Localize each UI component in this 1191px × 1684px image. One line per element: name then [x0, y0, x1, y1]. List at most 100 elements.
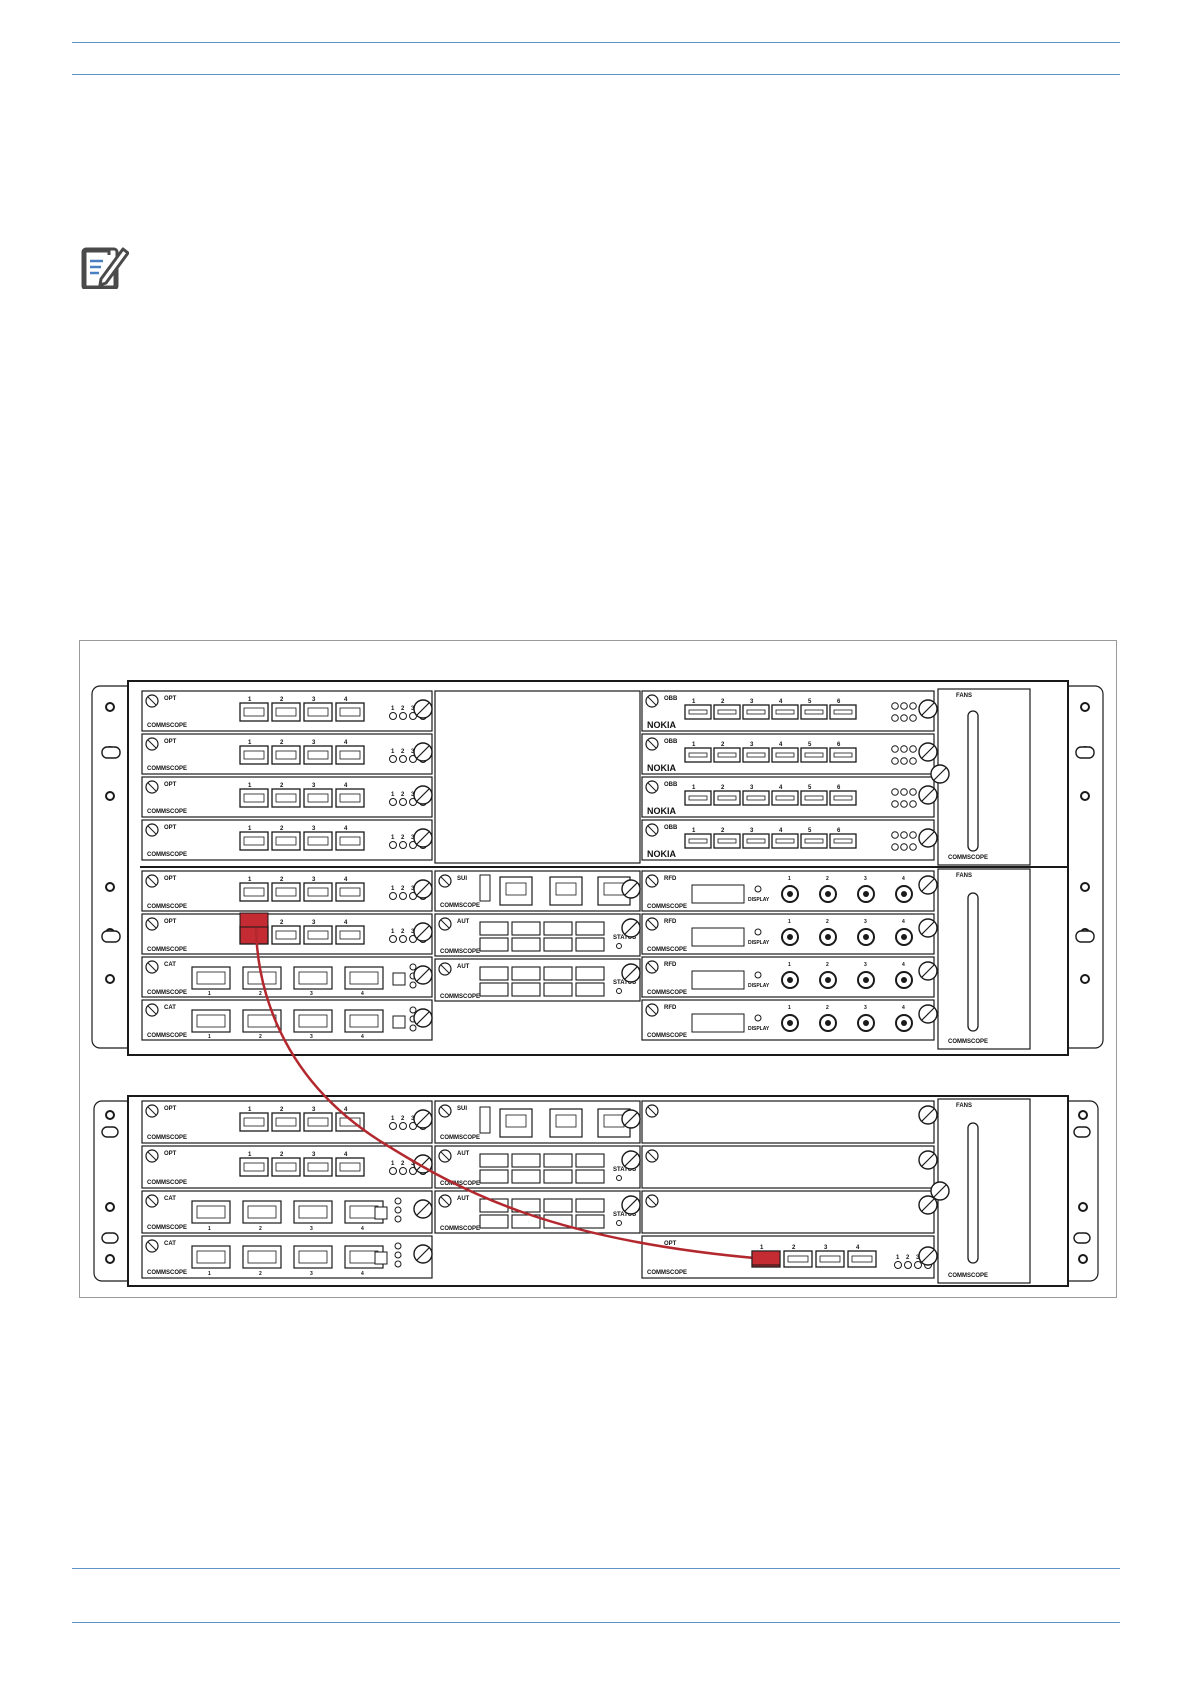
- thumbscrew-slot: [416, 1202, 430, 1216]
- port-number: 4: [361, 1271, 364, 1277]
- led-label: 1: [896, 1255, 900, 1261]
- sfp-port-inner: [717, 752, 737, 758]
- rj45-port: [511, 966, 541, 981]
- led: [394, 1197, 402, 1205]
- sfp-port-inner: [746, 709, 766, 715]
- led: [914, 1261, 922, 1269]
- led-label: 3: [411, 886, 415, 892]
- screw-slot: [147, 825, 157, 835]
- led: [389, 1122, 397, 1130]
- screw-slot: [647, 1106, 657, 1116]
- blank-slot: [641, 1100, 935, 1144]
- port-number: 4: [779, 828, 783, 834]
- port-number: 4: [779, 742, 783, 748]
- card-brand-label: COMMSCOPE: [147, 1225, 187, 1231]
- rfd-display: [691, 884, 745, 904]
- port-number: 2: [280, 920, 284, 926]
- card-brand-label: COMMSCOPE: [147, 1033, 187, 1039]
- led-label: 1: [391, 1116, 395, 1122]
- screw-slot: [147, 739, 157, 749]
- port-number: 4: [344, 826, 348, 832]
- card-brand-label: COMMSCOPE: [147, 1180, 187, 1186]
- ethernet-port-inner: [555, 1114, 577, 1128]
- blank-slot: [641, 1190, 935, 1234]
- port-number: 6: [837, 699, 841, 705]
- port-number: 6: [837, 785, 841, 791]
- card-brand-label: COMMSCOPE: [147, 1135, 187, 1141]
- screw-slot: [440, 964, 450, 974]
- port-number: 1: [692, 742, 696, 748]
- led: [399, 755, 407, 763]
- rf-connector-pin: [863, 891, 869, 897]
- port-number: 2: [721, 742, 725, 748]
- status-led: [616, 943, 622, 949]
- fan-label: FANS: [956, 873, 972, 879]
- port-number: 2: [280, 697, 284, 703]
- port-number: 1: [692, 828, 696, 834]
- port-number: 2: [826, 876, 829, 882]
- ear-hole: [1078, 1110, 1088, 1120]
- port-number: 3: [750, 785, 754, 791]
- led: [389, 935, 397, 943]
- led-label: 3: [411, 792, 415, 798]
- led-label: 1: [391, 1161, 395, 1167]
- port-number: 1: [248, 1107, 252, 1113]
- thumbscrew-slot: [921, 1198, 935, 1212]
- led-label: 1: [391, 792, 395, 798]
- port-number: 4: [361, 1226, 364, 1232]
- ear-slot: [101, 1126, 119, 1138]
- port-number: 3: [310, 1226, 313, 1232]
- led-label: 1: [391, 706, 395, 712]
- led: [389, 841, 397, 849]
- led-label: 2: [401, 792, 405, 798]
- rj45-port: [479, 937, 509, 952]
- sfp-port-inner: [717, 709, 737, 715]
- ear-hole: [1078, 1202, 1088, 1212]
- screw-slot: [647, 919, 657, 929]
- sfp-port-inner: [339, 793, 361, 803]
- port-number: 4: [902, 919, 905, 925]
- sfp-port-inner: [243, 750, 265, 760]
- card-type-label: OBB: [664, 825, 678, 831]
- rj45-port: [575, 982, 605, 997]
- sfp-port-inner: [243, 836, 265, 846]
- rj45-port-inner: [247, 1014, 277, 1028]
- ethernet-port-inner: [505, 1114, 527, 1128]
- sfp-port-inner: [339, 1162, 361, 1172]
- sfp-port-inner: [243, 707, 265, 717]
- card-type-label: OBB: [664, 696, 678, 702]
- ear-hole: [105, 1110, 115, 1120]
- led: [399, 1167, 407, 1175]
- thumbscrew-slot: [921, 921, 935, 935]
- port-number: 6: [837, 742, 841, 748]
- port-number: 3: [750, 742, 754, 748]
- led: [909, 757, 917, 765]
- led: [394, 1251, 402, 1259]
- thumbscrew-slot: [624, 1198, 638, 1212]
- ethernet-port-inner: [603, 1114, 625, 1128]
- ear-hole: [1080, 702, 1090, 712]
- sfp-port-inner: [307, 930, 329, 940]
- thumbscrew-slot: [624, 966, 638, 980]
- screw-slot: [440, 1151, 450, 1161]
- card-cat: [141, 956, 433, 998]
- display-label: DISPLAY: [748, 1026, 770, 1032]
- screw-slot: [440, 1196, 450, 1206]
- card-type-label: AUT: [457, 919, 470, 925]
- port-number: 2: [280, 1107, 284, 1113]
- sfp-port-inner: [688, 838, 708, 844]
- rj45-port-inner: [196, 1014, 226, 1028]
- thumbscrew-slot: [624, 1153, 638, 1167]
- led: [389, 712, 397, 720]
- port-number: 4: [902, 876, 905, 882]
- rj45-port: [479, 1214, 509, 1229]
- led: [900, 843, 908, 851]
- port-number: 2: [280, 877, 284, 883]
- card-type-label: CAT: [164, 962, 176, 968]
- led-label: 3: [411, 929, 415, 935]
- thumbscrew-slot: [921, 1153, 935, 1167]
- header-rule-bottom: [72, 74, 1120, 75]
- led: [409, 1006, 417, 1014]
- led-label: 3: [411, 1116, 415, 1122]
- thumbscrew-slot: [624, 1112, 638, 1126]
